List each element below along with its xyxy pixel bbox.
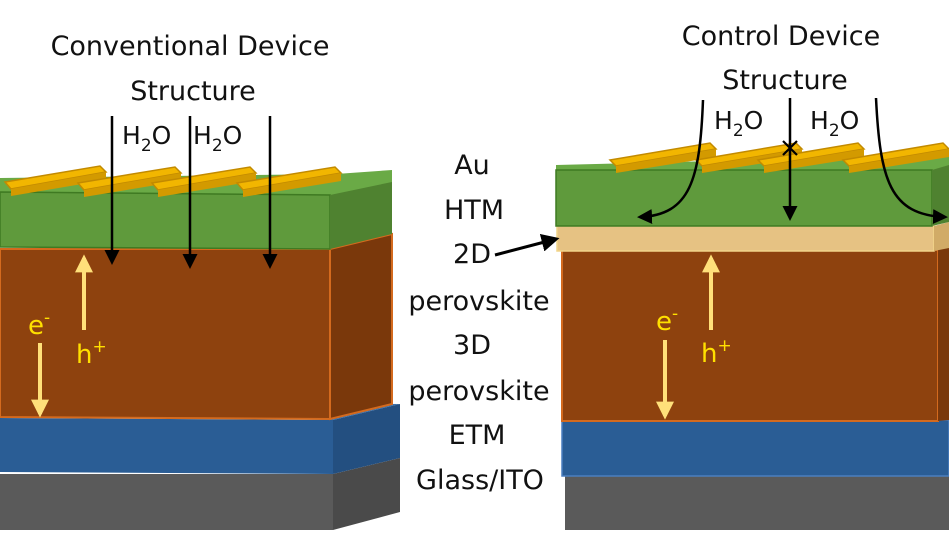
right-water-deflect-arrow [874, 97, 948, 225]
left-title-line2: Structure [130, 76, 256, 107]
left-au-electrode [84, 173, 181, 197]
right-electron-label: e- [656, 304, 678, 337]
left-title-line1: Conventional Device [51, 31, 330, 62]
right-htm-front [555, 169, 933, 227]
left-htm-front [0, 191, 331, 250]
left-glass-front [0, 474, 333, 530]
label-htm: HTM [444, 195, 504, 226]
right-water-label: H2O [810, 106, 859, 141]
left-etm-front [0, 418, 333, 474]
label-2d-perovskite: perovskite [408, 286, 549, 317]
right-glass-front [565, 476, 949, 530]
right-blocked-mark-icon [782, 140, 798, 156]
left-water-label: H2O [193, 121, 242, 156]
conventional-device-stack [0, 165, 400, 530]
right-water-deflect-arrow [637, 99, 705, 225]
left-glass-side [333, 458, 400, 530]
label-3d: 3D [453, 330, 491, 361]
right-annotations: Control Device Structure H2O H2O e- h+ [637, 21, 948, 420]
right-title-line1: Control Device [682, 21, 881, 52]
right-perovskite-side [938, 246, 949, 421]
left-water-label: H2O [122, 121, 171, 156]
right-hole-label: h+ [701, 336, 732, 369]
right-au-electrodes [608, 142, 949, 173]
right-au-electrode [849, 149, 949, 173]
right-title-line2: Structure [722, 65, 848, 96]
right-2d-perovskite-side [934, 222, 949, 251]
label-3d-perovskite: perovskite [408, 376, 549, 407]
right-water-label: H2O [714, 106, 763, 141]
right-au-electrode [841, 142, 949, 167]
left-au-electrodes [3, 165, 343, 197]
label-glass-ito: Glass/ITO [416, 465, 544, 496]
left-perovskite-side [329, 232, 393, 421]
left-au-electrode [11, 172, 106, 196]
pointer-2d-arrow [494, 233, 560, 257]
right-etm-front [561, 419, 949, 477]
left-au-electrode [243, 173, 341, 197]
layer-labels: Au HTM 2D perovskite 3D perovskite ETM G… [408, 150, 560, 496]
left-hole-label: h+ [76, 337, 107, 370]
label-au: Au [454, 150, 490, 181]
left-perovskite-front [0, 248, 331, 421]
left-etm-side [333, 404, 400, 474]
label-2d: 2D [453, 239, 491, 270]
left-htm-side [330, 182, 392, 249]
right-2d-perovskite-front [556, 225, 935, 252]
right-au-electrode [702, 149, 802, 173]
label-etm: ETM [449, 420, 506, 451]
left-au-electrode [158, 173, 256, 197]
right-au-electrode [616, 149, 716, 173]
control-device-stack [555, 142, 949, 530]
left-annotations: Conventional Device Structure H2O H2O e-… [28, 31, 330, 418]
left-electron-label: e- [28, 308, 50, 341]
right-perovskite-front [561, 249, 939, 422]
